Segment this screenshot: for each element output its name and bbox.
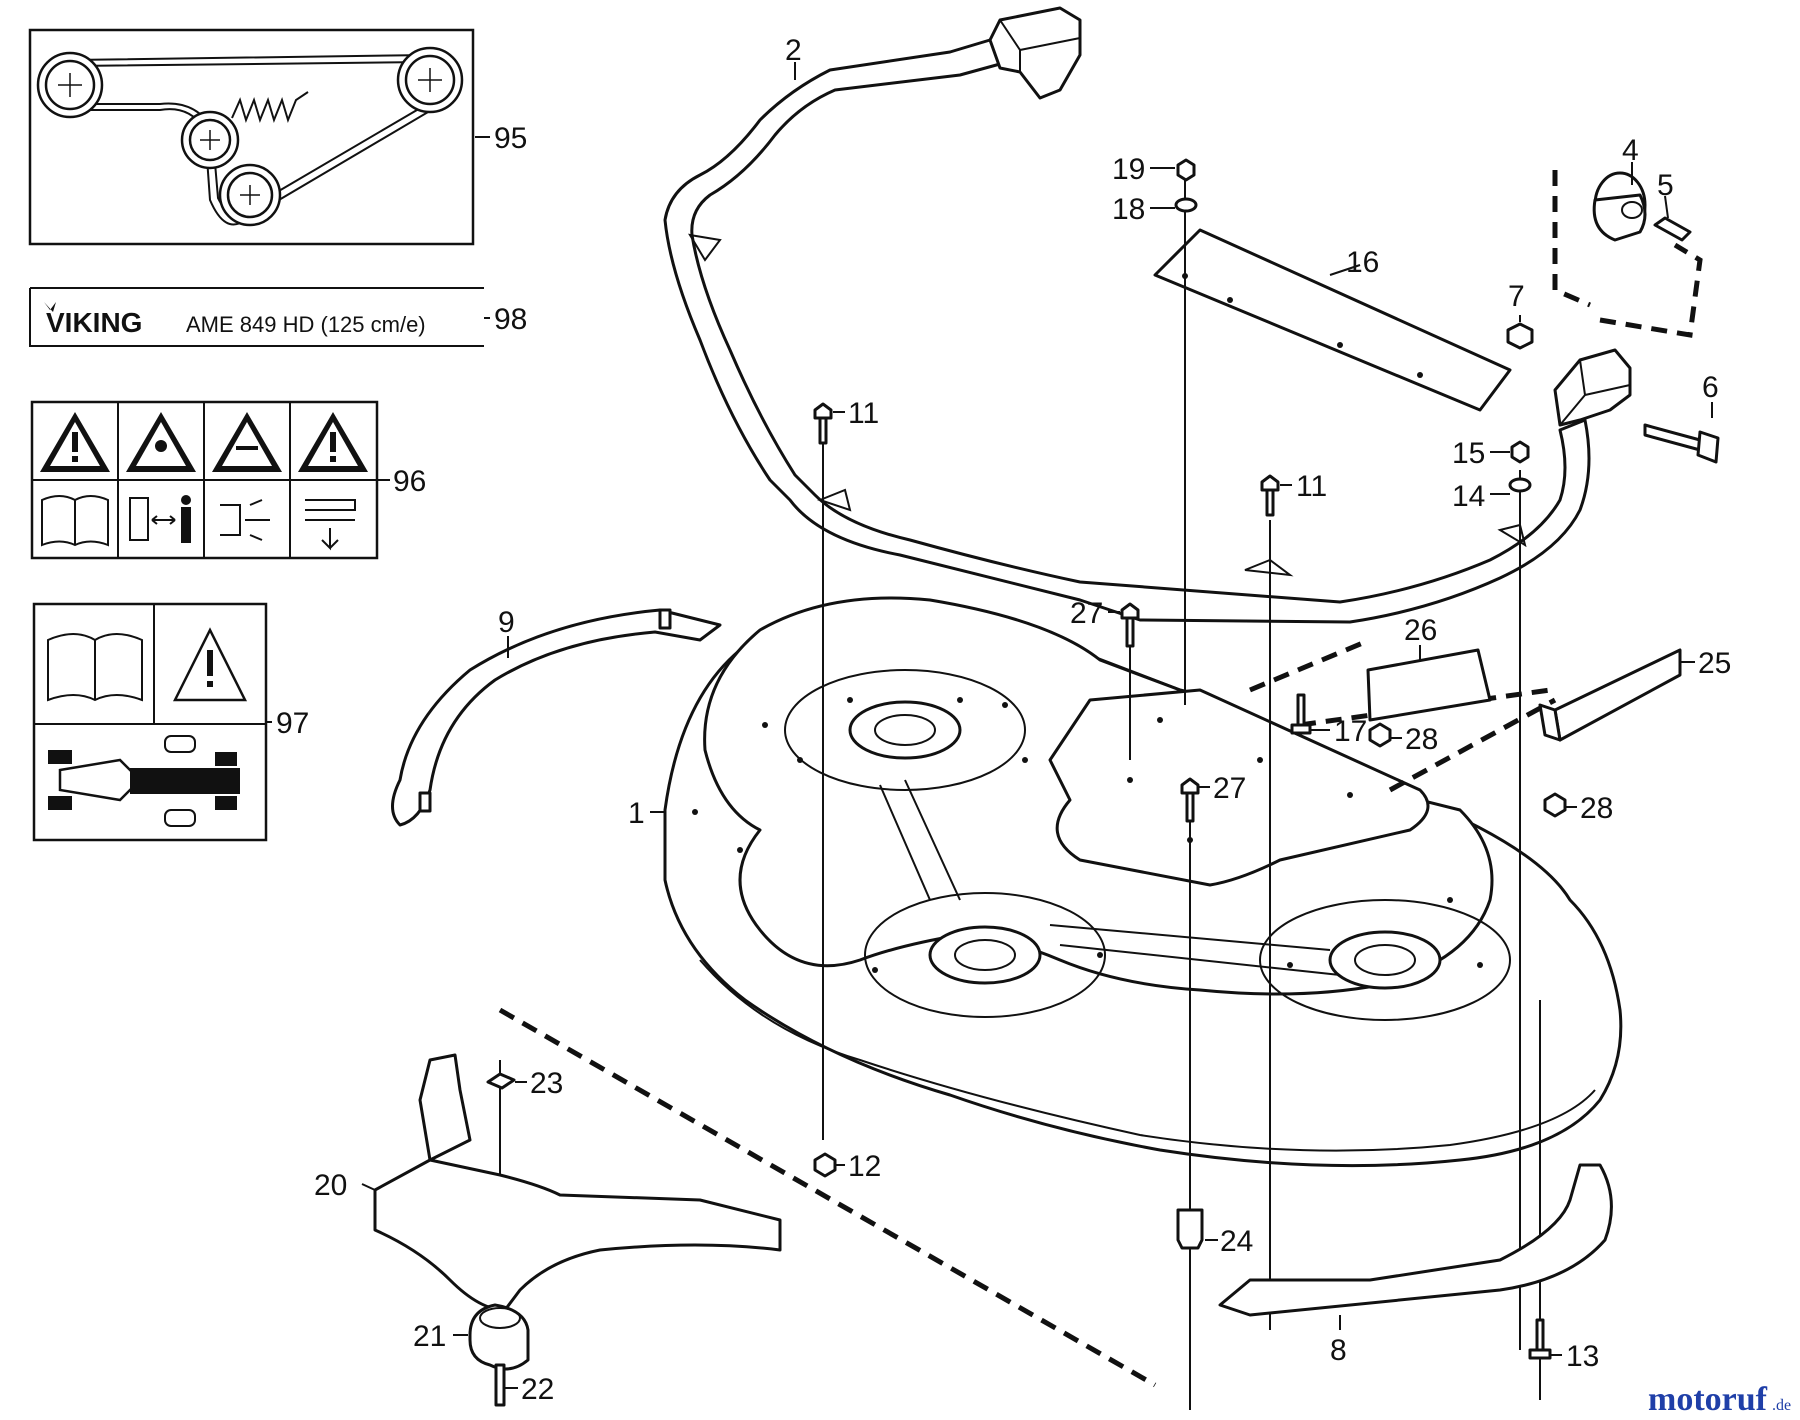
label-part-1: 1 xyxy=(628,797,645,830)
label-part-13: 13 xyxy=(1566,1340,1599,1373)
label-part-11b: 11 xyxy=(1296,470,1327,503)
deck-hanger-frame xyxy=(663,6,1632,624)
label-part-5: 5 xyxy=(1657,169,1674,202)
warning-decal-inset xyxy=(30,400,390,560)
label-part-20: 20 xyxy=(314,1169,347,1202)
watermark: motoruf .de xyxy=(1648,1381,1791,1418)
label-part-24: 24 xyxy=(1220,1225,1253,1258)
gauge-wheel-21 xyxy=(468,1303,530,1407)
idler-pulley-assembly xyxy=(1506,162,1720,464)
label-part-96: 96 xyxy=(393,465,426,498)
label-part-97: 97 xyxy=(276,707,309,740)
baffle-25 xyxy=(1538,648,1695,742)
label-part-17: 17 xyxy=(1334,715,1367,748)
label-part-26: 26 xyxy=(1404,614,1437,647)
label-part-12: 12 xyxy=(848,1150,881,1183)
lower-shield-8 xyxy=(1218,1163,1613,1330)
discharge-guard-9 xyxy=(391,608,722,827)
leader-lines xyxy=(453,167,1577,1389)
label-part-8: 8 xyxy=(1330,1334,1347,1367)
label-part-4: 4 xyxy=(1622,134,1639,167)
decal-brand: VIKING xyxy=(46,307,142,338)
label-part-27b: 27 xyxy=(1213,772,1246,805)
baffle-26 xyxy=(1366,645,1492,722)
label-part-6: 6 xyxy=(1702,371,1719,404)
label-part-22: 22 xyxy=(521,1373,554,1406)
label-part-19: 19 xyxy=(1112,153,1145,186)
part-labels: 1 2 4 5 6 7 8 9 11 11 12 13 14 15 16 17 … xyxy=(276,34,1731,1406)
label-part-28b: 28 xyxy=(1580,792,1613,825)
belt-routing-inset xyxy=(28,28,490,246)
label-part-11a: 11 xyxy=(848,397,879,430)
model-decal-inset: VIKING AME 849 HD (125 cm/e) xyxy=(29,287,490,347)
watermark-tld: .de xyxy=(1772,1397,1791,1414)
label-part-9: 9 xyxy=(498,606,515,639)
label-part-16: 16 xyxy=(1346,246,1379,279)
label-part-23: 23 xyxy=(530,1067,563,1100)
label-part-28a: 28 xyxy=(1405,723,1438,756)
label-part-98: 98 xyxy=(494,303,527,336)
label-part-21: 21 xyxy=(413,1320,446,1353)
label-part-25: 25 xyxy=(1698,647,1731,680)
fasteners xyxy=(486,158,1567,1360)
label-part-2: 2 xyxy=(785,34,802,67)
label-part-95: 95 xyxy=(494,122,527,155)
safety-decal-inset xyxy=(32,602,272,842)
watermark-site: motoruf xyxy=(1648,1381,1768,1418)
decal-model: AME 849 HD (125 cm/e) xyxy=(186,312,426,337)
label-part-27a: 27 xyxy=(1070,597,1103,630)
label-part-7: 7 xyxy=(1508,280,1525,313)
label-part-14: 14 xyxy=(1452,480,1485,513)
label-part-15: 15 xyxy=(1452,437,1485,470)
belt-cover-plate xyxy=(1153,228,1512,412)
skid-plate-20 xyxy=(361,1053,782,1312)
label-part-18: 18 xyxy=(1112,193,1145,226)
mower-deck-housing xyxy=(650,596,1623,1168)
